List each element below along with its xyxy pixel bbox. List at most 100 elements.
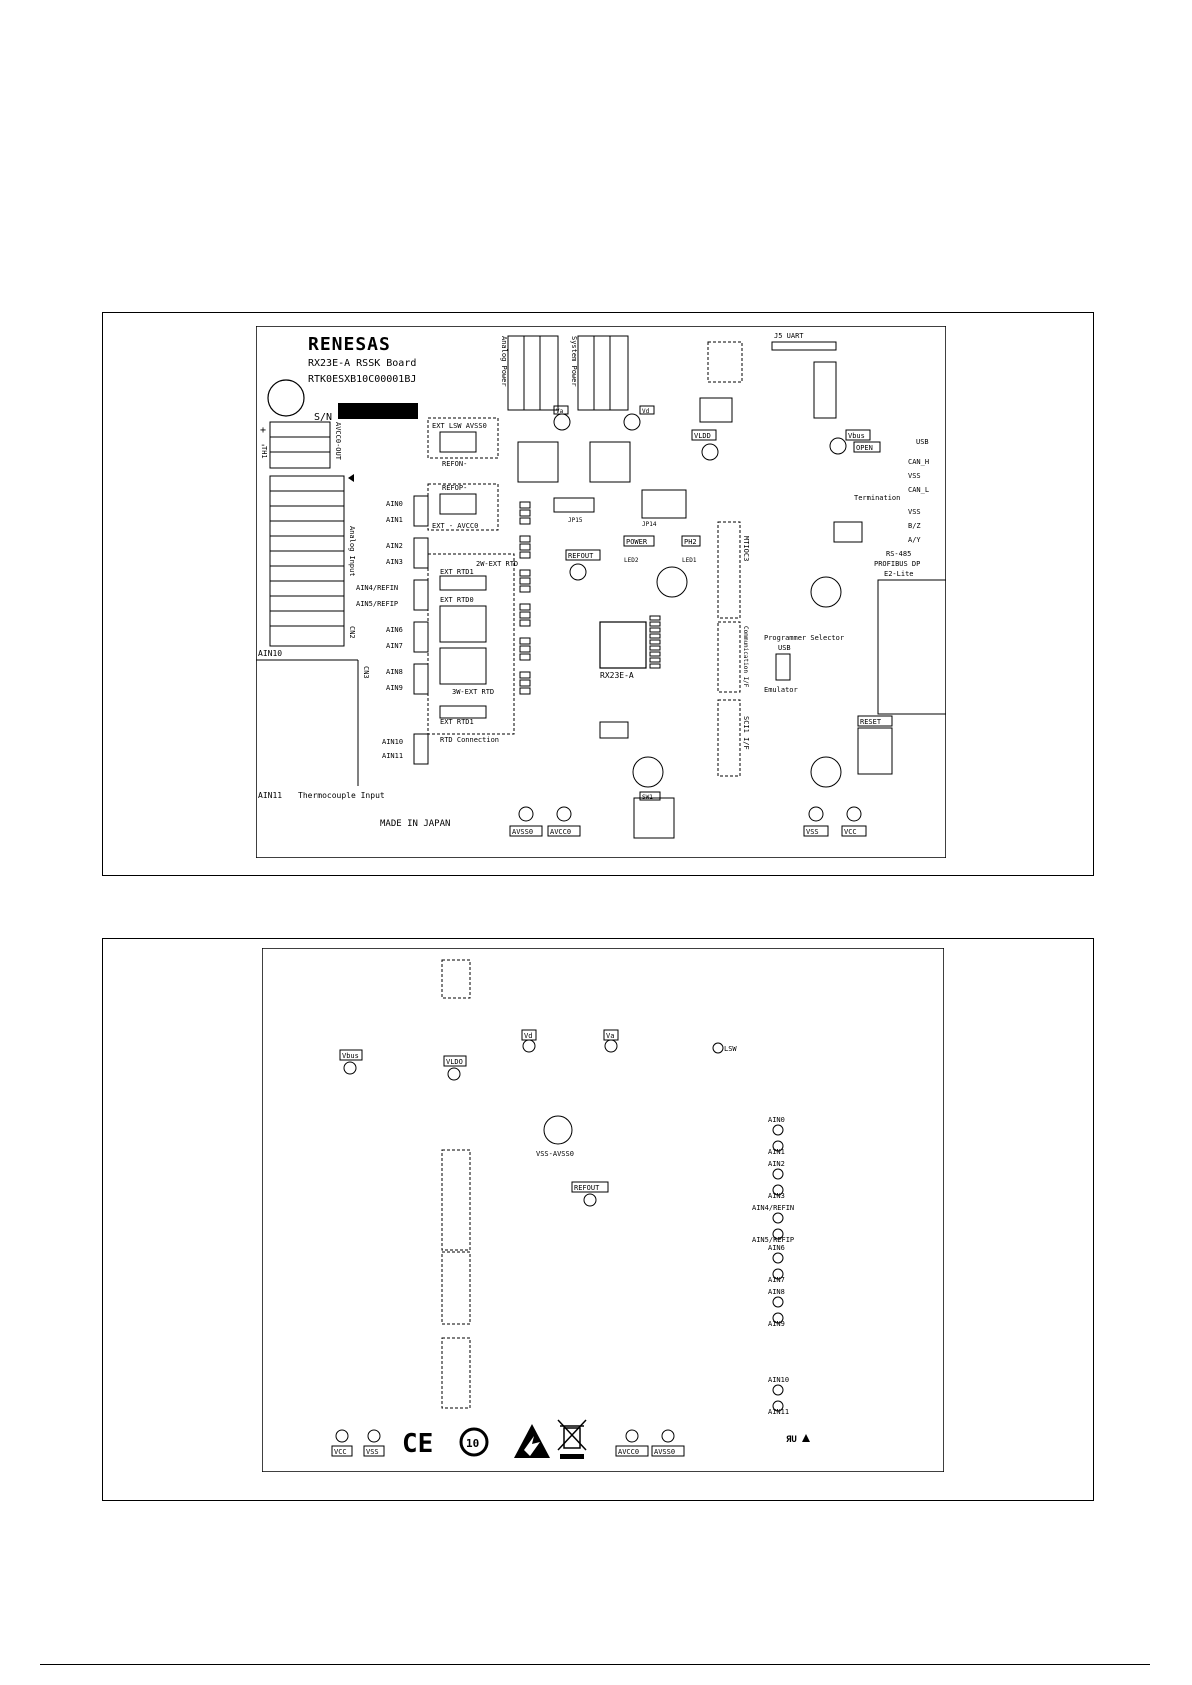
v2-ext-rtd-label: 2W-EXT RTD [476,560,518,568]
ext-avcc-label: EXT - AVCC0 [432,522,478,530]
ain11-left-label: AIN11 [258,791,282,800]
ul-triangle-icon [802,1434,810,1442]
bot-ain5-label: AIN5/REFIP [752,1236,794,1244]
bot-ain7-label: AIN7 [768,1276,785,1284]
footprint-top [441,959,471,999]
termination-label: Termination [854,494,900,502]
renesas-logo: RENESAS [308,334,391,355]
board-outline-bottom [262,948,944,1472]
top-ain1-label: AIN1 [386,516,403,524]
bot-ain1-label: AIN1 [768,1148,785,1156]
vbus-bottom-label: Vbus [342,1052,359,1060]
tp-avcc0-label: AVCC0 [550,828,571,836]
weee-bin-icon [557,1419,587,1451]
bot-ain9-label: AIN9 [768,1320,785,1328]
ext-lsw-label: EXT LSW AVSS0 [432,422,487,430]
terminal-cn2 [269,475,345,647]
bz-label: B/Z [908,522,921,530]
led2-label: LED2 [624,557,639,564]
terminal-cn4 [577,335,629,411]
bot-ain6-label: AIN6 [768,1244,785,1252]
bot-ain2-label: AIN2 [768,1160,785,1168]
footprint-low [441,1337,471,1409]
jp14-label: JP14 [642,521,657,528]
refop-label: REFOP- [442,484,467,492]
tp-avss0-label: AVSS0 [512,828,533,836]
sw1-label: SW1 [642,794,653,801]
refop-box [427,483,499,531]
power-label: POWER [626,538,648,546]
sci-if-label: SCI1 I/F [742,716,750,750]
jp15-label: JP15 [568,517,583,524]
svg-text:+: + [260,425,266,436]
tp-vcc-label: VCC [844,828,857,836]
profibus-label: PROFIBUS DP [874,560,920,568]
jp10 [439,605,487,643]
analog-input-label: Analog Input [348,526,356,577]
made-in-label: MADE IN JAPAN [380,819,450,829]
terminal-cn1 [269,421,331,469]
bot-vcc-label: VCC [334,1448,347,1456]
top-ain6-label: AIN6 [386,626,403,634]
vd-bottom-label: Vd [524,1032,532,1040]
vldo-bottom-label: VLDO [446,1058,463,1066]
rtd-connection-label: RTD Connection [440,736,499,744]
comm-if-label: Communication I/F [742,626,749,688]
rs485-label: RS-485 [886,550,911,558]
top-ain2-label: AIN2 [386,542,403,550]
bottom-figure-frame [102,938,1094,1501]
top-ain9-label: AIN9 [386,684,403,692]
board-bottom-view: Vbus VLDO Vd Va LSW VSS-AVSS0 REFOUT AIN… [262,948,944,1472]
can-l-label: CAN_L [908,486,929,494]
usb-top-label: USB [916,438,929,446]
ce-mark: CE [402,1429,433,1459]
mtioc3-label: MTIOC3 [742,536,750,561]
tp-vss-label: VSS [806,828,819,836]
va-top-label: Va [556,408,564,415]
bot-ain10-label: AIN10 [768,1376,789,1384]
uart-label: J5 UART [774,332,804,340]
vbus-top-label: Vbus [848,432,865,440]
bot-ain8-label: AIN8 [768,1288,785,1296]
top-ain0-label: AIN0 [386,500,403,508]
th1-label: TH1 [260,446,268,459]
ext-rtd1-label: EXT RTD1 [440,568,474,576]
cn2-label: CN2 [348,626,356,639]
ext-rtd0-label: EXT RTD0 [440,596,474,604]
cn3-label: CN3 [362,666,370,679]
rtd-connection-box [427,553,515,735]
top-ain5-label: AIN5/REFIP [356,600,398,608]
refout-top-label: REFOUT [568,552,594,560]
bot-avcc0-label: AVCC0 [618,1448,639,1456]
terminal-cn5 [507,335,559,411]
top-ain11-label: AIN11 [382,752,403,760]
v3-ext-rtd-label: 3W-EXT RTD [452,688,494,696]
ul-mark: ЯU [786,1435,797,1445]
thermocouple-label: Thermocouple Input [298,791,385,800]
top-ain8-label: AIN8 [386,668,403,676]
jp11 [439,647,487,685]
refout-bottom-label: REFOUT [574,1184,600,1192]
mcu-chip [599,621,647,669]
sn-label: S/N [314,412,332,423]
ain10-left-label: AIN10 [258,649,282,658]
footprint-mid1 [441,1149,471,1251]
ay-label: A/Y [908,536,921,544]
part-number: RTK0ESXB10C00001BJ [308,374,416,385]
va-bottom-label: Va [606,1032,614,1040]
vd-top-label: Vd [642,408,650,415]
bot-ain11-label: AIN11 [768,1408,789,1416]
sn-box [338,403,418,419]
bot-ain3-label: AIN3 [768,1192,785,1200]
refon-label: REFON- [442,460,467,468]
top-ain4-label: AIN4/REFIN [356,584,398,592]
ext-rtd-label: EXT RTD1 [440,718,474,726]
open-label: OPEN [856,444,873,452]
page-footer-rule [40,1664,1150,1665]
bot-avss0-label: AVSS0 [654,1448,675,1456]
vldd-label: VLDD [694,432,711,440]
e2lite-connector [877,579,946,715]
vss-r1-label: VSS [908,472,921,480]
board-name: RX23E-A RSSK Board [308,358,416,369]
top-ain10-label: AIN10 [382,738,403,746]
